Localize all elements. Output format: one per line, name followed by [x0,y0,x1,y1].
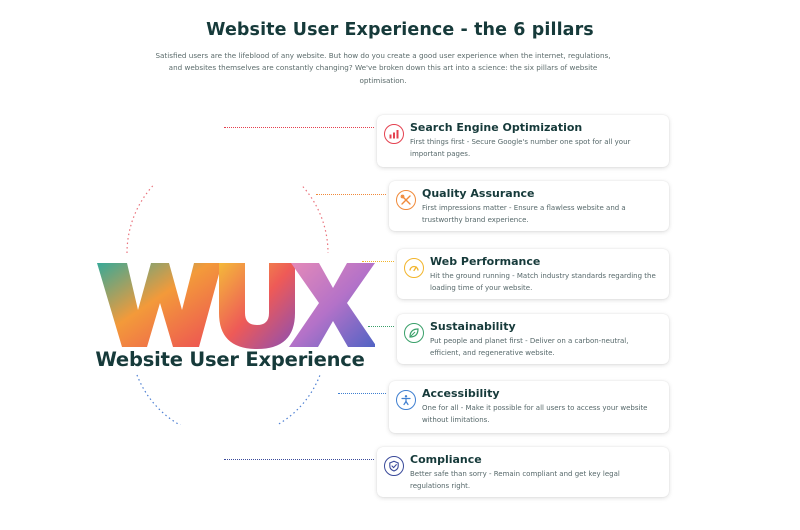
pillar-title-seo: Search Engine Optimization [410,121,583,134]
pillar-desc-sustainability: Put people and planet first - Deliver on… [430,337,629,357]
pillar-title-compliance: Compliance [410,453,482,466]
pillar-title-performance: Web Performance [430,255,541,268]
wux-logo-graphic [97,185,375,425]
speed-gauge-icon [404,258,424,278]
tools-icon [396,190,416,210]
intro-text: Satisfied users are the lifeblood of any… [155,51,611,85]
connector-quality [316,194,386,195]
connector-sustainability [368,326,394,327]
pillar-desc-seo: First things first - Secure Google's num… [410,138,631,158]
connector-compliance [224,459,374,460]
pillar-desc-compliance: Better safe than sorry - Remain complian… [410,470,620,490]
connector-accessibility [338,393,386,394]
leaf-icon [404,323,424,343]
page-title: Website User Experience - the 6 pillars [206,20,594,40]
accessibility-person-icon [396,390,416,410]
pillar-title-quality: Quality Assurance [422,187,535,200]
connector-performance [362,261,394,262]
logo-letter-w [97,263,222,347]
pillar-title-sustainability: Sustainability [430,320,516,333]
pillar-card-accessibility[interactable]: Accessibility One for all - Make it poss… [389,381,669,433]
pillar-card-performance[interactable]: Web Performance Hit the ground running -… [397,249,669,299]
logo-letter-u [219,263,295,349]
logo-letter-x [289,263,375,347]
pillar-card-sustainability[interactable]: Sustainability Put people and planet fir… [397,314,669,364]
pillar-card-quality[interactable]: Quality Assurance First impressions matt… [389,181,669,231]
pillar-card-seo[interactable]: Search Engine Optimization First things … [377,115,669,167]
pillar-title-accessibility: Accessibility [422,387,500,400]
pillar-card-compliance[interactable]: Compliance Better safe than sorry - Rema… [377,447,669,497]
pillar-desc-quality: First impressions matter - Ensure a flaw… [422,204,626,224]
logo-caption: Website User Experience [95,348,365,371]
legal-shield-icon [384,456,404,476]
connector-seo [224,127,374,128]
pillar-desc-accessibility: One for all - Make it possible for all u… [422,404,648,424]
pillar-desc-performance: Hit the ground running - Match industry … [430,272,656,292]
wux-logo: Website User Experience [85,185,375,425]
seo-chart-icon [384,124,404,144]
